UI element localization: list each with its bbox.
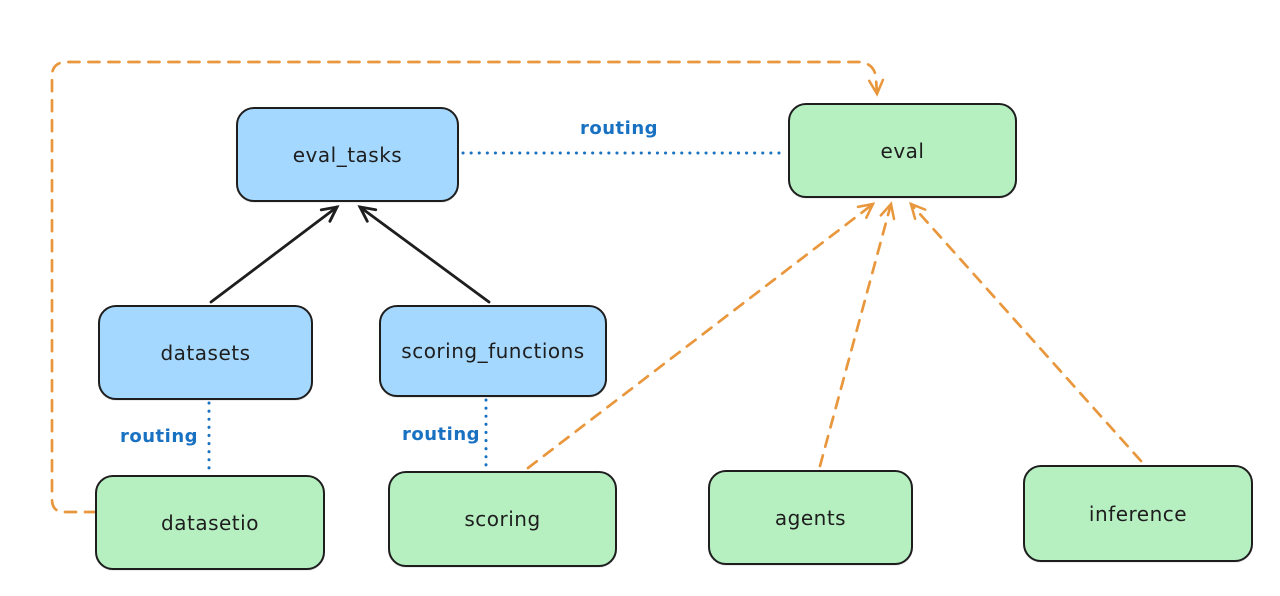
routing-label-top: routing (580, 118, 659, 139)
node-datasetio-label: datasetio (161, 510, 259, 535)
node-inference: inference (1023, 465, 1253, 562)
node-eval-tasks: eval_tasks (236, 107, 459, 202)
node-datasets: datasets (98, 305, 313, 400)
node-datasetio: datasetio (95, 475, 325, 570)
edge-datasets-to-eval-tasks (209, 205, 340, 304)
node-datasets-label: datasets (160, 340, 251, 365)
routing-label-datasets: routing (120, 426, 199, 447)
node-scoring: scoring (388, 471, 617, 567)
edge-inference-to-eval (909, 201, 1143, 463)
edge-scoring-functions-to-eval-tasks (357, 205, 491, 304)
routing-label-scoring: routing (402, 424, 481, 445)
node-inference-label: inference (1088, 501, 1188, 526)
node-eval: eval (788, 103, 1017, 198)
node-scoring-functions-label: scoring_functions (401, 339, 585, 363)
node-scoring-label: scoring (464, 507, 541, 531)
edge-agents-to-eval (818, 201, 896, 468)
node-agents-label: agents (774, 505, 847, 530)
node-eval-tasks-label: eval_tasks (292, 142, 403, 167)
node-agents: agents (708, 470, 913, 565)
node-scoring-functions: scoring_functions (379, 305, 607, 397)
node-eval-label: eval (880, 138, 925, 163)
